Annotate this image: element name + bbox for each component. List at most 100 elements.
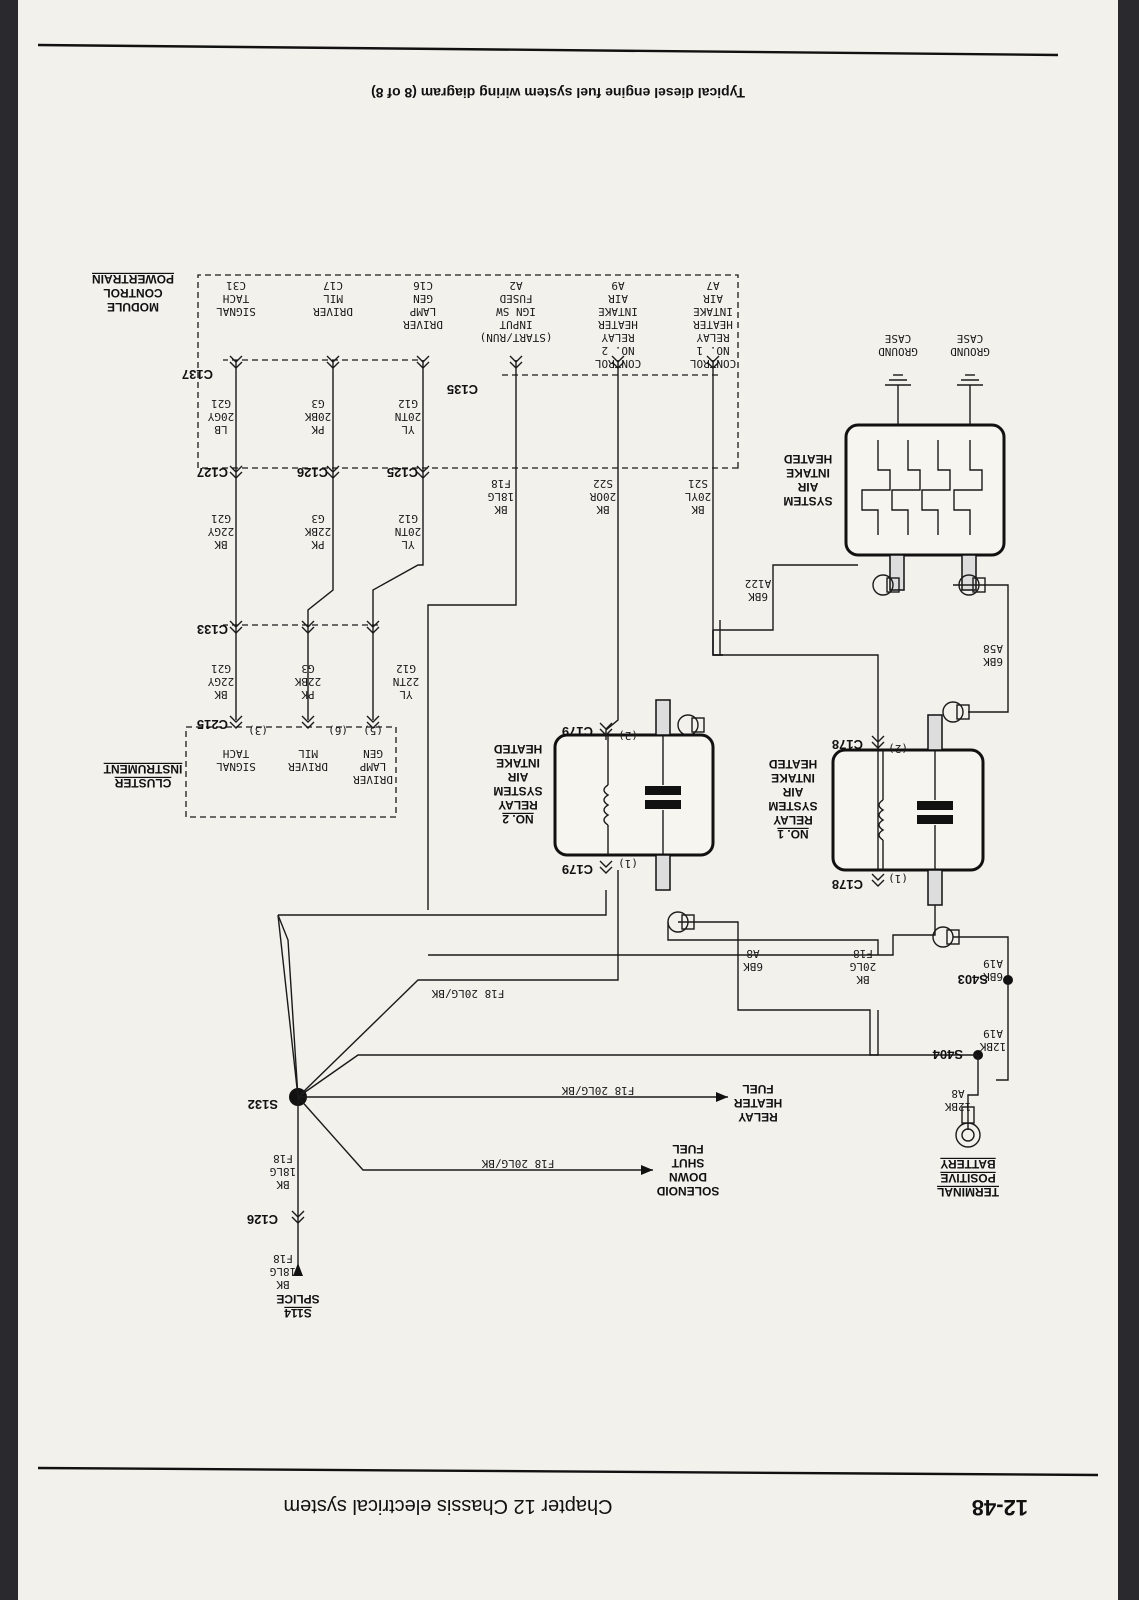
wire-label-s21-line: BK (691, 503, 705, 516)
svg-text:NO. 1: NO. 1 (777, 827, 809, 841)
svg-text:SYSTEM: SYSTEM (493, 784, 542, 798)
pin-c215-5: (5) (363, 724, 383, 737)
wire-label-s22-line: 20OR (589, 490, 616, 503)
connector-chevron (599, 860, 613, 874)
svg-text:RELAY: RELAY (498, 798, 538, 812)
pin-relay1-2: (2) (888, 742, 908, 755)
pcm-pin-2-line: IGN SW (496, 305, 536, 318)
pcm-pin-2-line: A2 (509, 279, 522, 292)
svg-text:FUEL: FUEL (742, 1082, 773, 1096)
pcm-pin-4-line: DRIVER (313, 305, 353, 318)
wire-label-g21b-line: 22GY (207, 525, 234, 538)
pcm-pin-3-line: DRIVER (403, 318, 443, 331)
pcm-pin-1-line: AIR (608, 292, 628, 305)
wire-label-g12c-line: 22TN (393, 675, 420, 688)
wire-a8-6bk (678, 921, 978, 1056)
wire-relay1-control (713, 654, 879, 870)
wire-f18-s132-relay (297, 1010, 879, 1098)
wire-label-s21-line: 20YL (684, 490, 711, 503)
wire-f18-s132-relay2 (297, 870, 619, 1098)
wire-label-a122-line: A122 (745, 577, 772, 590)
connector-chevron (366, 715, 380, 729)
pcm-pin-2-line: FUSED (499, 292, 532, 305)
wire-label-g3b-line: PK (311, 538, 325, 551)
connector-chevron (611, 355, 625, 369)
wire-label-g3a-line: 20BK (304, 410, 331, 423)
pcm-pin-0-line: HEATER (693, 318, 733, 331)
heated-intake-air-system-label: HEATED INTAKE AIR SYSTEM (783, 452, 832, 508)
svg-text:BATTERY: BATTERY (940, 1157, 995, 1171)
svg-text:SYSTEM: SYSTEM (768, 799, 817, 813)
connector-c133: C133 (197, 622, 228, 637)
wire-label-g21a-line: LB (214, 423, 228, 436)
fuel-shutdown-solenoid-label: FUEL SHUT DOWN SOLENOID (656, 1142, 719, 1198)
svg-text:MODULE: MODULE (107, 300, 159, 314)
svg-text:DOWN: DOWN (669, 1170, 707, 1184)
wire-label-f18d: F18 20LG/BK (561, 1084, 634, 1097)
wire-label-f18a-line: F18 (491, 477, 511, 490)
svg-text:AIR: AIR (507, 770, 528, 784)
wire-label-g21a-line: 20GY (207, 410, 234, 423)
wire-f18-shutdown (297, 1096, 653, 1171)
battery-positive-terminal-label: BATTERY POSITIVE TERMINAL (937, 1157, 999, 1199)
case-ground-0-line: GROUND (950, 345, 990, 358)
wire-label-g12a-line: YL (401, 423, 415, 436)
case-ground-0-line: CASE (957, 332, 984, 345)
wire-label-s22-line: S22 (593, 477, 613, 490)
wire-label-g12a-line: G12 (398, 397, 418, 410)
wire-a19 (953, 936, 1009, 980)
connector-chevron (229, 715, 243, 729)
wire-a122 (713, 564, 858, 631)
case-ground-1-line: GROUND (878, 345, 918, 358)
pcm-pin-3-line: LAMP (409, 305, 436, 318)
wire-s22 (605, 360, 619, 740)
wire-label-a19b-line: A19 (983, 1027, 1003, 1040)
wire-label-g12a-line: 20TN (395, 410, 422, 423)
wire-label-a8a-line: 6BK (743, 960, 763, 973)
connector-chevron (326, 355, 340, 369)
pcm-pin-5-line: C31 (226, 279, 246, 292)
cluster-pin-0-line: DRIVER (353, 773, 393, 786)
pcm-pin-2-line: INPUT (499, 318, 532, 331)
pin-relay2-1: (1) (618, 857, 638, 870)
top-rule (37, 43, 1059, 57)
wire-label-a8b-line: 12BK (944, 1100, 971, 1113)
wire-g3 (307, 360, 334, 720)
wire-label-f18b-line: BK (856, 973, 870, 986)
pcm-pin-1-line: HEATER (598, 318, 638, 331)
wire-f18-ign (427, 360, 517, 910)
cluster-pin-2-line: SIGNAL (216, 760, 256, 773)
pcm-pin-2-line: (START/RUN) (480, 331, 553, 344)
chapter-title: Chapter 12 Chassis electrical system (283, 1495, 612, 1517)
wire-label-g3b-line: G3 (311, 512, 324, 525)
wire-g12 (372, 360, 424, 650)
svg-text:POSITIVE: POSITIVE (940, 1171, 995, 1185)
pcm-pin-3-line: GEN (413, 292, 433, 305)
wire-label-s22-line: BK (596, 503, 610, 516)
connector-c126-lower: C126 (247, 1212, 278, 1227)
wire-label-f18a-line: 18LG (488, 490, 515, 503)
splice-s404: S404 (932, 1047, 963, 1062)
wire-label-a19a-line: A19 (983, 957, 1003, 970)
svg-text:CLUSTER: CLUSTER (114, 776, 171, 790)
pcm-label: POWERTRAIN CONTROL MODULE (92, 272, 174, 314)
connector-chevron (416, 465, 430, 479)
wire-label-f18f-line: BK (276, 1178, 290, 1191)
connector-chevron (871, 735, 885, 749)
heater-grid-1 (921, 440, 983, 535)
wire-label-g21c-line: BK (214, 688, 228, 701)
connector-c125: C125 (387, 465, 418, 480)
connector-c137: C137 (182, 367, 213, 382)
wiring-diagram: Typical diesel engine fuel system wiring… (37, 43, 1099, 1520)
wire-label-f18a-line: BK (494, 503, 508, 516)
